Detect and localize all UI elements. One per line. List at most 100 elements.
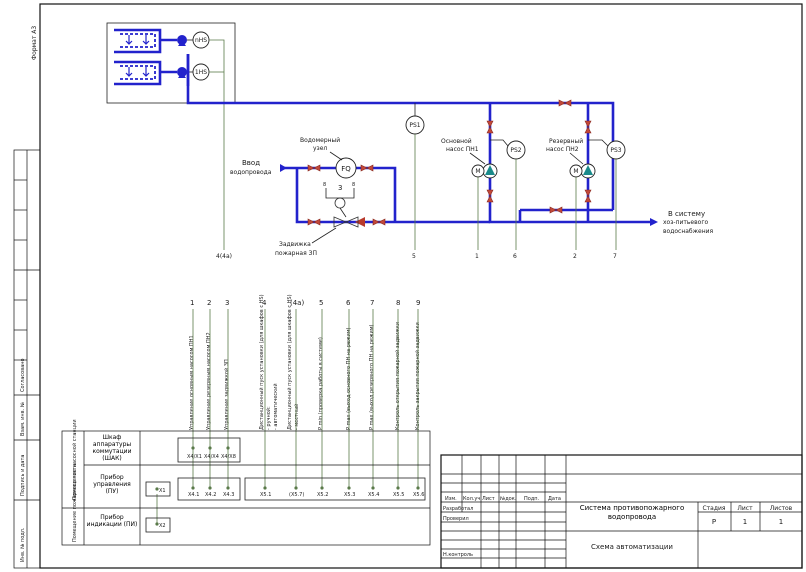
- pu-term-6: Х5.3: [344, 492, 355, 498]
- side-room-1: Помещение насосной станции: [71, 419, 78, 500]
- meter-tag: FQ: [341, 165, 351, 173]
- valve-check: [355, 217, 365, 227]
- side-label-agreed: Согласовано: [20, 358, 26, 392]
- pump-2: М Резервный насос ПН2: [546, 138, 596, 179]
- pump2-label-1: Резервный: [549, 138, 583, 145]
- pu-term-1: Х4.1: [188, 492, 199, 498]
- device-table: Помещение насосной станции Помещение пож…: [61, 419, 431, 546]
- motor-1: М: [475, 168, 480, 175]
- tag-nhs: nHS: [195, 37, 207, 44]
- sig-num-1: 1: [190, 299, 194, 307]
- hdr-izm: Изм.: [445, 496, 457, 502]
- fire-valve: 8 3 8 Задвижка пожарная ЗП: [275, 182, 359, 257]
- drawing-frame: [39, 3, 803, 569]
- line-num-4a: 4(4а): [216, 253, 232, 260]
- sig-label-7: Р max (выход резервного ПН на режим): [369, 324, 375, 430]
- sig-num-7: 7: [370, 299, 374, 307]
- valve-pump2-bottom: [584, 189, 592, 203]
- pu-term-7: Х5.4: [368, 492, 379, 498]
- panel-1: nHS: [114, 28, 210, 54]
- sig-label-2: Управление резервным насосом ПН2: [206, 332, 212, 430]
- title-block: Изм. Кол.уч Лист №док. Подп. Дата Разраб…: [440, 454, 803, 569]
- stage-value: Р: [712, 518, 716, 526]
- sig-num-6: 6: [346, 299, 351, 307]
- valve-mid: [549, 206, 563, 214]
- piping: [186, 54, 658, 226]
- sheets-value: 1: [779, 518, 783, 526]
- shak-term-2: Х4/Х4: [204, 454, 219, 460]
- hdr-doc: №док.: [500, 496, 517, 502]
- sig-num-2: 2: [207, 299, 211, 307]
- valve-mark-left: 8: [323, 182, 326, 188]
- shak-label: Шкаф аппаратуры коммутации (ШАК): [92, 434, 132, 462]
- x-tag-1: Х1: [159, 488, 166, 494]
- role-check: Проверил: [443, 516, 469, 522]
- out-label-1: В систему: [668, 210, 705, 218]
- shak-term-1: Х4/Х1: [187, 454, 202, 460]
- stage-label: Стадия: [702, 505, 725, 512]
- valve-mark-center: 3: [338, 184, 342, 192]
- sig-num-3: 3: [225, 299, 229, 307]
- inlet-label-2: водопровода: [230, 169, 272, 176]
- x-tag-2: Х2: [159, 523, 166, 529]
- valve-bypass-2: [372, 218, 386, 226]
- inlet-label-1: Ввод: [242, 159, 260, 167]
- line-num-6: 6: [513, 253, 517, 260]
- format-label: Формат А3: [31, 26, 38, 60]
- hdr-date: Дата: [548, 496, 561, 502]
- motor-2: М: [573, 168, 578, 175]
- sig-label-5: Р min (проверка работы в системе): [318, 337, 324, 430]
- line-num-5: 5: [412, 253, 416, 260]
- sig-sub-b: - автоматический: [272, 383, 279, 430]
- sheet-label: Лист: [737, 505, 753, 512]
- sig-label-9: Контроль закрытия пожарной задвижки: [414, 322, 421, 430]
- valve-bypass-1: [307, 218, 321, 226]
- pu-term-8: Х5.5: [393, 492, 404, 498]
- pump1-label-2: насос ПН1: [446, 146, 479, 153]
- valve-inlet-2: [360, 164, 374, 172]
- hdr-kol: Кол.уч: [463, 496, 480, 502]
- valve-label-2: пожарная ЗП: [275, 250, 317, 257]
- control-box: nHS 1HS: [106, 22, 236, 250]
- side-room-2: Помещение пожарного поста: [72, 464, 78, 542]
- sig-num-4: 4: [262, 299, 267, 307]
- sig-num-8: 8: [396, 299, 400, 307]
- sig-sub-c: - местный: [293, 404, 300, 430]
- side-label-sign: Подпись и дата: [20, 455, 26, 496]
- valve-mark-right: 8: [352, 182, 355, 188]
- hdr-list: Лист: [482, 496, 495, 502]
- role-dev: Разработал: [443, 506, 473, 512]
- ps3-tag: PS3: [610, 147, 621, 154]
- side-label-inv: Инв. № подл.: [20, 527, 26, 562]
- line-num-1: 1: [475, 253, 479, 260]
- pu-term-4: Х5.1: [260, 492, 271, 498]
- pi-label: Прибор индикации (ПИ): [86, 514, 138, 528]
- pu-term-3: Х4.3: [223, 492, 234, 498]
- flow-meter: FQ Водомерный узел: [300, 137, 357, 179]
- sheets-label: Листов: [770, 505, 793, 512]
- line-num-2: 2: [573, 253, 577, 260]
- line-num-7: 7: [613, 253, 617, 260]
- ps1-tag: PS1: [409, 122, 420, 129]
- pressure-switches: PS1 PS2 PS3: [405, 103, 626, 160]
- title-text: Система противопожарного водопровода: [579, 504, 685, 521]
- signal-drops: 4(4а) 5 1 6 2 7: [216, 134, 617, 260]
- tag-1hs: 1HS: [195, 69, 207, 76]
- role-norm: Н.контроль: [443, 552, 473, 558]
- sheet-value: 1: [743, 518, 747, 526]
- signal-columns: 1 2 3 4 (4а) 5 6 7 8 9 Управление основн…: [189, 294, 421, 430]
- pu-label: Прибор управления (ПУ): [93, 474, 131, 495]
- ps2-tag: PS2: [510, 147, 521, 154]
- valve-pump1-bottom: [486, 189, 494, 203]
- pump1-label-1: Основной: [441, 138, 472, 145]
- subtitle-text: Схема автоматизации: [591, 543, 673, 551]
- valve-inlet-1: [307, 164, 321, 172]
- sig-label-4: Дистанционный пуск установки (для шкафов…: [258, 294, 265, 430]
- valve-label-1: Задвижка: [279, 241, 311, 248]
- valve-pump2-top: [584, 120, 592, 134]
- sig-label-3: Управление задвижкой ЗП: [223, 359, 230, 430]
- sig-num-4a: (4а): [290, 299, 304, 307]
- meter-label-2: узел: [313, 145, 327, 152]
- shak-term-3: Х4/Х8: [221, 454, 236, 460]
- sig-label-4a: Дистанционный пуск установки (для шкафов…: [286, 294, 293, 430]
